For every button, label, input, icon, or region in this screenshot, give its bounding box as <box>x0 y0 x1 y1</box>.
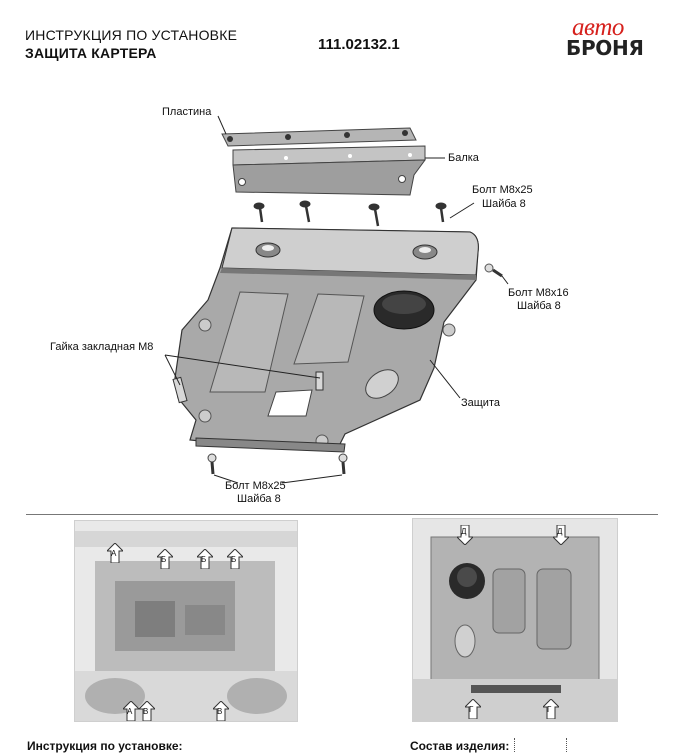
marker-g-1: Г <box>463 698 483 721</box>
label-bolt-side-1: Болт М8х16 <box>508 287 569 299</box>
photo-installation-left: А Б Б Б А В В <box>74 520 298 722</box>
doc-title-line1: ИНСТРУКЦИЯ ПО УСТАНОВКЕ <box>25 27 238 43</box>
label-plate: Пластина <box>162 106 212 118</box>
contents-heading: Состав изделия: <box>410 739 510 753</box>
marker-d-2: Д <box>551 524 571 550</box>
plate-part <box>221 127 417 147</box>
dotted-line-1 <box>514 738 516 752</box>
marker-a-1: А <box>105 542 125 568</box>
dotted-line-2 <box>566 738 568 752</box>
label-bolt-top-2: Шайба 8 <box>482 198 526 210</box>
logo-script-text: авто <box>572 14 624 41</box>
bolts-bottom <box>207 453 348 475</box>
label-bolt-side-2: Шайба 8 <box>517 300 561 312</box>
guard-part <box>172 227 479 453</box>
label-guard: Защита <box>461 397 500 409</box>
marker-v-2: В <box>211 700 231 721</box>
bolts-top <box>253 200 447 227</box>
bolt-side <box>484 263 503 278</box>
instructions-heading: Инструкция по установке: <box>27 739 183 753</box>
marker-v-1: В <box>137 700 157 721</box>
logo-main-text: БРОНЯ <box>566 36 644 60</box>
assembly-drawing <box>164 115 509 484</box>
doc-title-line2: ЗАЩИТА КАРТЕРА <box>25 45 157 61</box>
marker-b-1: Б <box>155 548 175 574</box>
label-beam: Балка <box>448 152 479 164</box>
marker-b-3: Б <box>225 548 245 574</box>
marker-g-2: Г <box>541 698 561 721</box>
photo-left-render <box>75 521 297 721</box>
section-divider <box>26 514 658 515</box>
marker-a-2: А <box>121 700 141 721</box>
beam-part <box>232 145 427 196</box>
leader-lines <box>164 115 509 484</box>
marker-b-2: Б <box>195 548 215 574</box>
label-bolt-bottom-2: Шайба 8 <box>237 493 281 505</box>
marker-d-1: Д <box>455 524 475 550</box>
label-bolt-bottom-1: Болт М8х25 <box>225 480 286 492</box>
label-bolt-top-1: Болт М8х25 <box>472 184 533 196</box>
photo-installation-right: Д Д Г Г <box>412 518 618 722</box>
label-nut: Гайка закладная М8 <box>50 341 154 353</box>
brand-logo: авто БРОНЯ <box>562 14 662 60</box>
photo-right-render <box>413 519 617 721</box>
part-number: 111.02132.1 <box>318 36 400 53</box>
